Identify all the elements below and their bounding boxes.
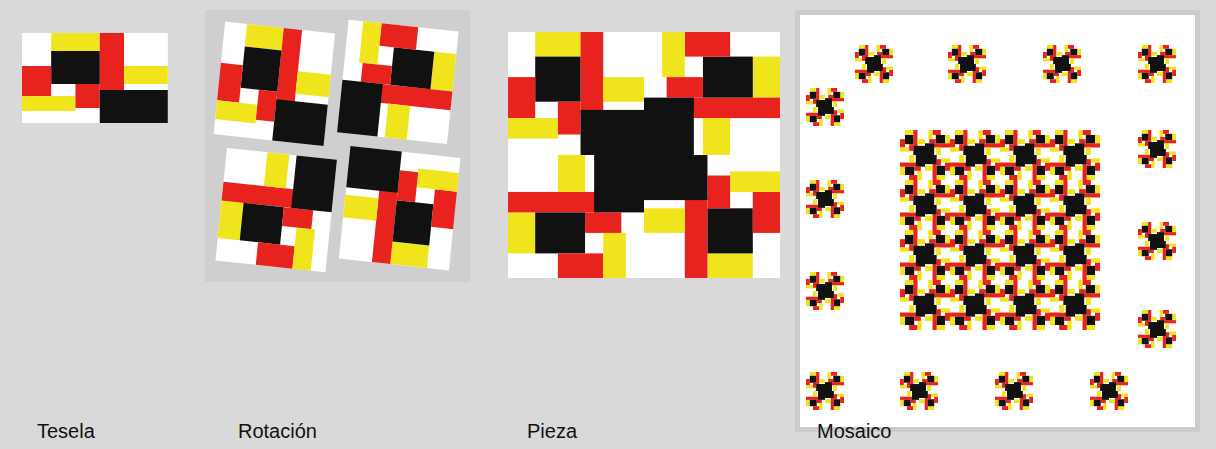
panel-label: Pieza: [527, 420, 577, 443]
panel-label: Tesela: [37, 420, 95, 443]
panel-label: Mosaico: [817, 420, 891, 443]
panel-label: Rotación: [238, 420, 317, 443]
